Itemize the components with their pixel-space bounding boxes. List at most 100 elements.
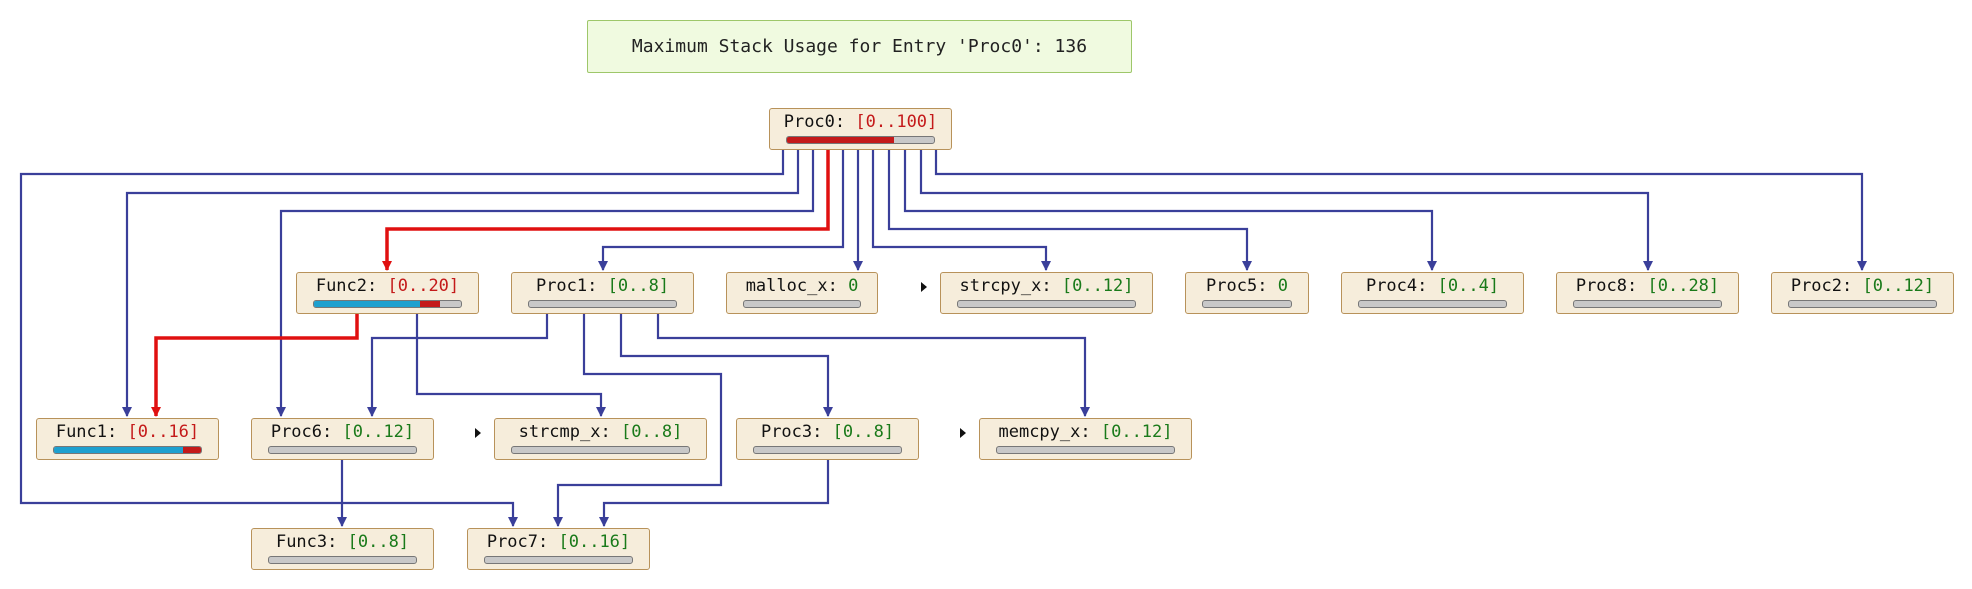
node-separator: : [812, 422, 833, 442]
stack-usage-bar [53, 446, 202, 454]
stack-peak-fill [419, 301, 441, 307]
node-name: Proc4 [1365, 276, 1418, 296]
node-Proc2[interactable]: Proc2: [0..12] [1771, 272, 1954, 314]
node-label: Proc8: [0..28] [1557, 276, 1738, 296]
node-label: Func2: [0..20] [297, 276, 478, 296]
node-name: Proc0 [783, 112, 835, 132]
node-Func3[interactable]: Func3: [0..8] [251, 528, 434, 570]
node-Func2[interactable]: Func2: [0..20] [296, 272, 479, 314]
node-separator: : [367, 276, 388, 296]
node-stack-range: [0..12] [1061, 276, 1134, 296]
node-name: Proc6 [270, 422, 323, 442]
node-name: Func1 [55, 422, 108, 442]
expand-triangle-icon[interactable] [921, 282, 927, 292]
node-memcpy_x[interactable]: memcpy_x: [0..12] [979, 418, 1192, 460]
stack-usage-bar [743, 300, 861, 308]
edge-Proc0-to-Func2 [382, 150, 830, 271]
edge-Proc0-to-Proc1 [598, 150, 845, 271]
node-Proc1[interactable]: Proc1: [0..8] [511, 272, 694, 314]
node-separator: : [322, 422, 343, 442]
node-separator: : [834, 112, 856, 132]
node-name: Proc8 [1575, 276, 1628, 296]
node-Proc6[interactable]: Proc6: [0..12] [251, 418, 434, 460]
node-stack-range: [0..16] [127, 422, 200, 442]
stack-usage-bar [753, 446, 902, 454]
node-stack-range: [0..12] [1862, 276, 1935, 296]
edge-Proc1-to-memcpy_x [656, 314, 1090, 417]
edge-Proc0-to-Func1 [122, 150, 800, 417]
node-stack-range: [0..12] [342, 422, 415, 442]
arrowhead-malloc_x [853, 261, 863, 271]
node-Func1[interactable]: Func1: [0..16] [36, 418, 219, 460]
arrowhead-Proc7 [599, 517, 609, 527]
arrowhead-Proc4 [1427, 261, 1437, 271]
node-separator: : [1080, 422, 1101, 442]
stack-usage-bar [528, 300, 677, 308]
node-Proc4[interactable]: Proc4: [0..4] [1341, 272, 1524, 314]
node-Proc7[interactable]: Proc7: [0..16] [467, 528, 650, 570]
arrowhead-Func3 [337, 517, 347, 527]
expand-triangle-icon[interactable] [960, 428, 966, 438]
node-label: Proc5: 0 [1186, 276, 1308, 296]
node-stack-range: [0..16] [558, 532, 631, 552]
node-name: Proc5 [1206, 276, 1258, 296]
node-strcmp_x[interactable]: strcmp_x: [0..8] [494, 418, 707, 460]
node-stack-range: [0..12] [1100, 422, 1173, 442]
node-malloc_x[interactable]: malloc_x: 0 [726, 272, 878, 314]
node-Proc0[interactable]: Proc0: [0..100] [769, 108, 952, 150]
stack-usage-bar [268, 556, 417, 564]
arrowhead-Proc6 [367, 407, 377, 417]
node-label: Func1: [0..16] [37, 422, 218, 442]
node-label: Proc3: [0..8] [737, 422, 918, 442]
arrowhead-Proc3 [823, 407, 833, 417]
edge-Proc0-to-Proc8 [919, 150, 1653, 271]
arrowhead-Func1 [122, 407, 132, 417]
edge-Proc6-to-Func3 [337, 460, 347, 527]
node-label: strcmp_x: [0..8] [495, 422, 706, 442]
node-separator: : [1627, 276, 1648, 296]
node-Proc8[interactable]: Proc8: [0..28] [1556, 272, 1739, 314]
node-label: Proc1: [0..8] [512, 276, 693, 296]
arrowhead-Proc5 [1242, 261, 1252, 271]
node-stack-range: [0..8] [620, 422, 683, 442]
node-separator: : [538, 532, 559, 552]
node-name: Proc7 [486, 532, 539, 552]
node-label: strcpy_x: [0..12] [941, 276, 1152, 296]
node-stack-range: [0..8] [607, 276, 670, 296]
edge-Func2-to-strcmp_x [415, 314, 606, 417]
arrowhead-strcpy_x [1041, 261, 1051, 271]
edge-Func2-to-Func1 [151, 314, 359, 417]
expand-triangle-icon[interactable] [475, 428, 481, 438]
node-label: Func3: [0..8] [252, 532, 433, 552]
node-Proc3[interactable]: Proc3: [0..8] [736, 418, 919, 460]
node-name: Proc3 [760, 422, 813, 442]
node-stack-range: 0 [1277, 276, 1288, 296]
arrowhead-Proc7 [553, 517, 563, 527]
node-stack-range: [0..100] [855, 112, 938, 132]
node-strcpy_x[interactable]: strcpy_x: [0..12] [940, 272, 1153, 314]
node-stack-range: [0..8] [347, 532, 410, 552]
node-label: memcpy_x: [0..12] [980, 422, 1191, 442]
node-name: Func2 [315, 276, 368, 296]
arrowhead-memcpy_x [1080, 407, 1090, 417]
edge-Proc0-to-Proc4 [903, 150, 1437, 271]
arrowhead-Proc1 [598, 261, 608, 271]
stack-usage-fill [314, 301, 420, 307]
node-Proc5[interactable]: Proc5: 0 [1185, 272, 1309, 314]
stack-usage-bar [484, 556, 633, 564]
stack-usage-bar [313, 300, 462, 308]
stack-peak-fill [787, 137, 895, 143]
edge-Proc0-to-strcpy_x [871, 150, 1051, 271]
node-label: Proc4: [0..4] [1342, 276, 1523, 296]
stack-usage-bar [511, 446, 690, 454]
node-name: Proc2 [1790, 276, 1843, 296]
node-stack-range: [0..20] [387, 276, 460, 296]
arrowhead-Func2 [382, 261, 392, 271]
edge-Proc1-to-Proc3 [619, 314, 833, 417]
node-name: malloc_x [745, 276, 828, 296]
node-separator: : [1417, 276, 1438, 296]
stack-usage-bar [1573, 300, 1722, 308]
node-stack-range: [0..8] [832, 422, 895, 442]
stack-usage-bar [268, 446, 417, 454]
